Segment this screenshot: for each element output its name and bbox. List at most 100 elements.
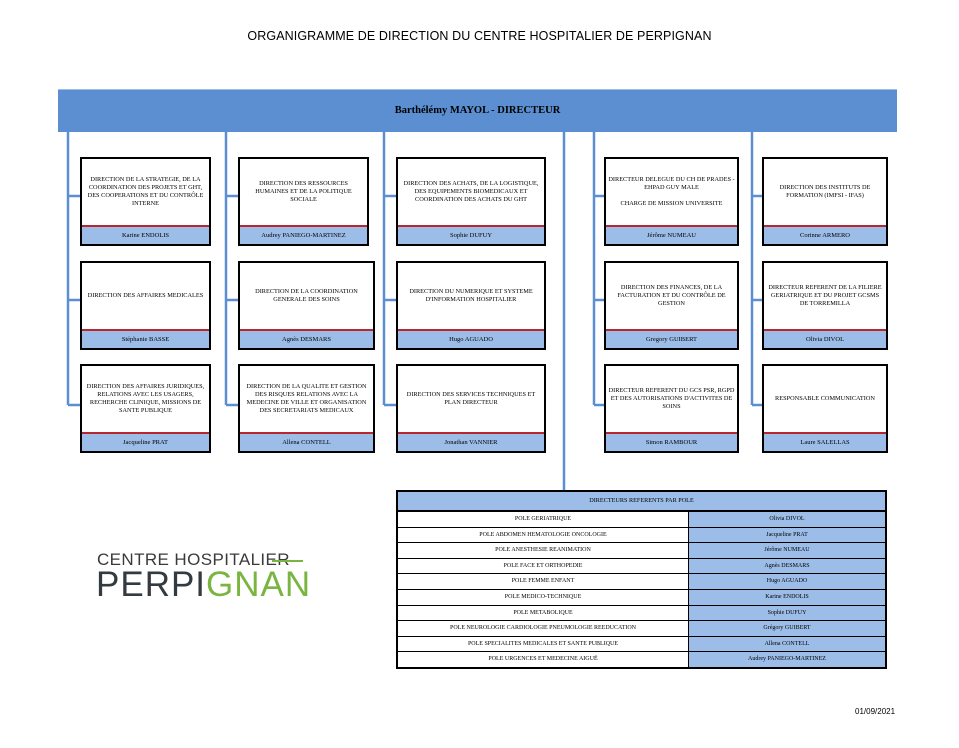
pole-cell: POLE FACE ET ORTHOPEDIE xyxy=(398,558,689,574)
card-title: DIRECTION DE LA STRATEGIE, DE LA COORDIN… xyxy=(87,175,204,208)
card-person: Jonathan VANNIER xyxy=(398,434,544,451)
card-title: DIRECTION DE LA QUALITE ET GESTION DES R… xyxy=(246,382,367,415)
org-card: DIRECTEUR DELEGUE DU CH DE PRADES - EHPA… xyxy=(604,157,739,246)
card-title: DIRECTEUR REFERENT DE LA FILIERE GERIATR… xyxy=(768,283,882,308)
card-person: Audrey PANIEGO-MARTINEZ xyxy=(240,227,367,244)
director-cell: Grégory GUIBERT xyxy=(689,621,885,636)
director-cell: Audrey PANIEGO-MARTINEZ xyxy=(689,652,885,667)
card-title: DIRECTION DES FINANCES, DE LA FACTURATIO… xyxy=(617,283,726,308)
org-card: DIRECTION DES RESSOURCES HUMAINES ET DE … xyxy=(238,157,369,246)
org-card: DIRECTEUR REFERENT DU GCS PSR, RGPD ET D… xyxy=(604,364,739,453)
card-separator xyxy=(606,225,737,227)
card-person: Gregory GUIBERT xyxy=(606,331,737,348)
card-separator xyxy=(764,225,886,227)
org-card: DIRECTION DES INSTITUTS DE FORMATION (IM… xyxy=(762,157,888,246)
pole-cell: POLE MEDICO-TECHNIQUE xyxy=(398,589,689,605)
logo-wordmark-part1: PERPI xyxy=(96,565,207,604)
document-date: 01/09/2021 xyxy=(855,707,896,716)
card-title: DIRECTION DU NUMERIQUE ET SYSTEME D'INFO… xyxy=(409,287,533,303)
director-cell: Agnès DESMARS xyxy=(689,558,885,574)
pole-cell: POLE NEUROLOGIE CARDIOLOGIE PNEUMOLOGIE … xyxy=(398,621,689,636)
card-separator xyxy=(240,432,373,434)
org-card: DIRECTION DU NUMERIQUE ET SYSTEME D'INFO… xyxy=(396,261,546,350)
card-separator xyxy=(240,225,367,227)
card-separator xyxy=(240,329,373,331)
card-title: DIRECTION DES AFFAIRES MEDICALES xyxy=(87,291,204,299)
card-person: Jérôme NUMEAU xyxy=(606,227,737,244)
card-title: DIRECTION DE LA COORDINATION GENERALE DE… xyxy=(255,287,358,303)
card-person: Agnès DESMARS xyxy=(240,331,373,348)
logo-accent-line xyxy=(272,560,303,562)
card-person: Karine ENDOLIS xyxy=(82,227,209,244)
card-separator xyxy=(764,432,886,434)
director-cell: Hugo AGUADO xyxy=(689,574,885,589)
director-cell: Allena CONTELL xyxy=(689,636,885,652)
card-separator xyxy=(398,225,544,227)
card-title: DIRECTION DES INSTITUTS DE FORMATION (IM… xyxy=(779,183,871,199)
card-person: Corinne ARMERO xyxy=(764,227,886,244)
director-cell: Jérôme NUMEAU xyxy=(689,543,885,558)
card-person: Olivia DIVOL xyxy=(764,331,886,348)
director-cell: Sophie DUFUY xyxy=(689,605,885,621)
card-title: DIRECTION DES RESSOURCES HUMAINES ET DE … xyxy=(255,179,352,204)
card-person: Stéphanie BASSE xyxy=(82,331,209,348)
pole-cell: POLE ABDOMEN HEMATOLOGIE ONCOLOGIE xyxy=(398,527,689,543)
table-row: POLE SPECIALITES MEDICALES ET SANTE PUBL… xyxy=(398,636,885,653)
card-title: DIRECTION DES SERVICES TECHNIQUES ET PLA… xyxy=(406,390,536,406)
director-banner: Barthélémy MAYOL - DIRECTEUR xyxy=(58,89,897,132)
card-person: Allena CONTELL xyxy=(240,434,373,451)
card-person: Jacqueline PRAT xyxy=(82,434,209,451)
card-title: DIRECTEUR DELEGUE DU CH DE PRADES - EHPA… xyxy=(608,175,735,208)
page-title: ORGANIGRAMME DE DIRECTION DU CENTRE HOSP… xyxy=(247,29,712,43)
pole-cell: POLE GERIATRIQUE xyxy=(398,512,689,527)
logo-wordmark-part2: GNAN xyxy=(206,565,312,604)
card-separator xyxy=(398,432,544,434)
card-title: RESPONSABLE COMMUNICATION xyxy=(775,394,875,402)
card-separator xyxy=(764,329,886,331)
card-separator xyxy=(82,329,209,331)
card-person: Sophie DUFUY xyxy=(398,227,544,244)
org-card: DIRECTION DE LA QUALITE ET GESTION DES R… xyxy=(238,364,375,453)
card-title: DIRECTION DES ACHATS, DE LA LOGISTIQUE, … xyxy=(403,179,539,204)
director-cell: Olivia DIVOL xyxy=(689,512,885,527)
pole-cell: POLE URGENCES ET MEDECINE AIGUË xyxy=(398,652,689,667)
org-card: DIRECTION DE LA STRATEGIE, DE LA COORDIN… xyxy=(80,157,211,246)
org-card: RESPONSABLE COMMUNICATION Laure SALELLAS xyxy=(762,364,888,453)
poles-table-header: DIRECTEURS REFERENTS PAR POLE xyxy=(398,492,885,512)
card-separator xyxy=(606,432,737,434)
card-separator xyxy=(606,329,737,331)
table-row: POLE NEUROLOGIE CARDIOLOGIE PNEUMOLOGIE … xyxy=(398,621,885,637)
pole-cell: POLE METABOLIQUE xyxy=(398,605,689,621)
card-separator xyxy=(82,225,209,227)
pole-cell: POLE FEMME ENFANT xyxy=(398,574,689,589)
director-name: Barthélémy MAYOL - DIRECTEUR xyxy=(394,105,561,116)
card-person: Laure SALELLAS xyxy=(764,434,886,451)
director-cell: Karine ENDOLIS xyxy=(689,589,885,605)
pole-cell: POLE SPECIALITES MEDICALES ET SANTE PUBL… xyxy=(398,636,689,652)
org-card: DIRECTEUR REFERENT DE LA FILIERE GERIATR… xyxy=(762,261,888,350)
card-title: DIRECTEUR REFERENT DU GCS PSR, RGPD ET D… xyxy=(608,386,735,411)
org-card: DIRECTION DES AFFAIRES JURIDIQUES, RELAT… xyxy=(80,364,211,453)
org-card: DIRECTION DES FINANCES, DE LA FACTURATIO… xyxy=(604,261,739,350)
pole-cell: POLE ANESTHESIE REANIMATION xyxy=(398,543,689,558)
card-title: DIRECTION DES AFFAIRES JURIDIQUES, RELAT… xyxy=(86,382,205,415)
org-card: DIRECTION DES SERVICES TECHNIQUES ET PLA… xyxy=(396,364,546,453)
poles-table: DIRECTEURS REFERENTS PAR POLE POLE GERIA… xyxy=(396,490,887,669)
logo-line1: CENTRE HOSPITALIER xyxy=(97,550,290,569)
card-separator xyxy=(398,329,544,331)
org-card: DIRECTION DE LA COORDINATION GENERALE DE… xyxy=(238,261,375,350)
logo-wordmark: PERPIGNAN xyxy=(96,565,311,605)
org-card: DIRECTION DES ACHATS, DE LA LOGISTIQUE, … xyxy=(396,157,546,246)
card-person: Hugo AGUADO xyxy=(398,331,544,348)
card-person: Simon RAMBOUR xyxy=(606,434,737,451)
director-cell: Jacqueline PRAT xyxy=(689,527,885,543)
